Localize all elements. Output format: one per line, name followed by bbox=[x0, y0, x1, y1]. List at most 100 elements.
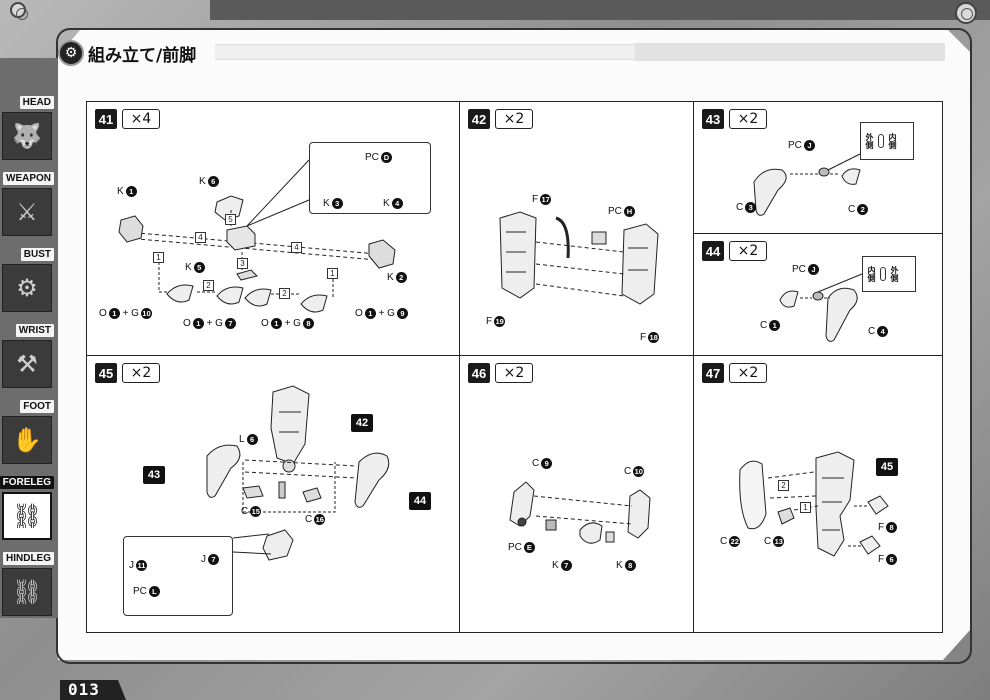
order-number: 1 bbox=[800, 502, 811, 513]
corner-bolt-icon bbox=[10, 2, 28, 20]
step-number: 43 bbox=[702, 109, 724, 129]
step-number: 45 bbox=[95, 363, 117, 383]
step-reference: 45 bbox=[876, 458, 898, 476]
inside-outside-callout: 外側 内側 bbox=[860, 122, 914, 160]
step-multiplier: ×2 bbox=[495, 363, 533, 383]
order-number: 2 bbox=[203, 280, 214, 291]
sidebar-item-head[interactable]: HEAD 🐺 bbox=[0, 94, 56, 166]
sidebar-item-weapon[interactable]: WEAPON ⚔ bbox=[0, 170, 56, 242]
step-number: 46 bbox=[468, 363, 490, 383]
step-reference: 43 bbox=[143, 466, 165, 484]
page-number-tab bbox=[60, 680, 126, 700]
step-header: 43 ×2 bbox=[702, 109, 767, 129]
sidebar-item-label: HINDLEG bbox=[3, 552, 54, 565]
step-header: 41 ×4 bbox=[95, 109, 160, 129]
step-multiplier: ×4 bbox=[122, 109, 160, 129]
inside-outside-callout: 内側 外側 bbox=[862, 256, 916, 292]
head-icon: 🐺 bbox=[2, 112, 52, 160]
step-44-diagram bbox=[779, 273, 863, 342]
order-number: 4 bbox=[195, 232, 206, 243]
hindleg-icon: ⛓ bbox=[2, 568, 52, 616]
bust-icon: ⚙ bbox=[2, 264, 52, 312]
foot-icon: ✋ bbox=[2, 416, 52, 464]
step-multiplier: ×2 bbox=[729, 241, 767, 261]
step-header: 44 ×2 bbox=[702, 241, 767, 261]
sidebar-item-label: FOOT bbox=[20, 400, 54, 413]
sidebar-item-label: WRIST bbox=[15, 324, 54, 337]
step-reference: 44 bbox=[409, 492, 431, 510]
step-number: 42 bbox=[468, 109, 490, 129]
gear-icon: ⚙ bbox=[58, 40, 84, 66]
detail-callout bbox=[123, 536, 233, 616]
sidebar-item-label: FORELEG bbox=[0, 476, 54, 489]
sidebar-item-foot[interactable]: FOOT ✋ bbox=[0, 398, 56, 470]
step-43-diagram bbox=[753, 153, 861, 216]
sidebar-item-bust[interactable]: BUST ⚙ bbox=[0, 246, 56, 318]
order-number: 4 bbox=[291, 242, 302, 253]
order-number: 5 bbox=[225, 214, 236, 225]
step-46-diagram bbox=[509, 481, 651, 544]
step-multiplier: ×2 bbox=[729, 109, 767, 129]
page-title: 組み立て/前脚 bbox=[88, 45, 197, 66]
step-number: 44 bbox=[702, 241, 724, 261]
step-header: 45 ×2 bbox=[95, 363, 160, 383]
order-number: 2 bbox=[778, 480, 789, 491]
step-header: 42 ×2 bbox=[468, 109, 533, 129]
corner-bolt-icon bbox=[955, 2, 977, 24]
sidebar-item-label: HEAD bbox=[19, 96, 54, 109]
section-sidebar: HEAD 🐺 WEAPON ⚔ BUST ⚙ WRIST ⚒ FOOT ✋ FO… bbox=[0, 58, 58, 618]
step-multiplier: ×2 bbox=[729, 363, 767, 383]
sidebar-item-label: WEAPON bbox=[3, 172, 54, 185]
sidebar-item-foreleg[interactable]: FORELEG ⛓ bbox=[0, 474, 56, 546]
step-header: 46 ×2 bbox=[468, 363, 533, 383]
step-47-diagram bbox=[739, 451, 889, 557]
order-number: 1 bbox=[327, 268, 338, 279]
detail-callout bbox=[309, 142, 431, 214]
step-41-panel: 41 ×4 bbox=[86, 101, 460, 356]
order-number: 2 bbox=[279, 288, 290, 299]
sidebar-item-wrist[interactable]: WRIST ⚒ bbox=[0, 322, 56, 394]
cap-icon bbox=[878, 134, 884, 148]
sidebar-item-hindleg[interactable]: HINDLEG ⛓ bbox=[0, 550, 56, 622]
wrist-icon: ⚒ bbox=[2, 340, 52, 388]
order-number: 3 bbox=[237, 258, 248, 269]
page-title-bar: ⚙ 組み立て/前脚 bbox=[58, 38, 218, 68]
sidebar-item-label: BUST bbox=[20, 248, 54, 261]
step-42-diagram bbox=[499, 211, 659, 305]
weapon-icon: ⚔ bbox=[2, 188, 52, 236]
title-strip-band bbox=[635, 43, 945, 61]
step-number: 41 bbox=[95, 109, 117, 129]
foreleg-icon: ⛓ bbox=[2, 492, 52, 540]
